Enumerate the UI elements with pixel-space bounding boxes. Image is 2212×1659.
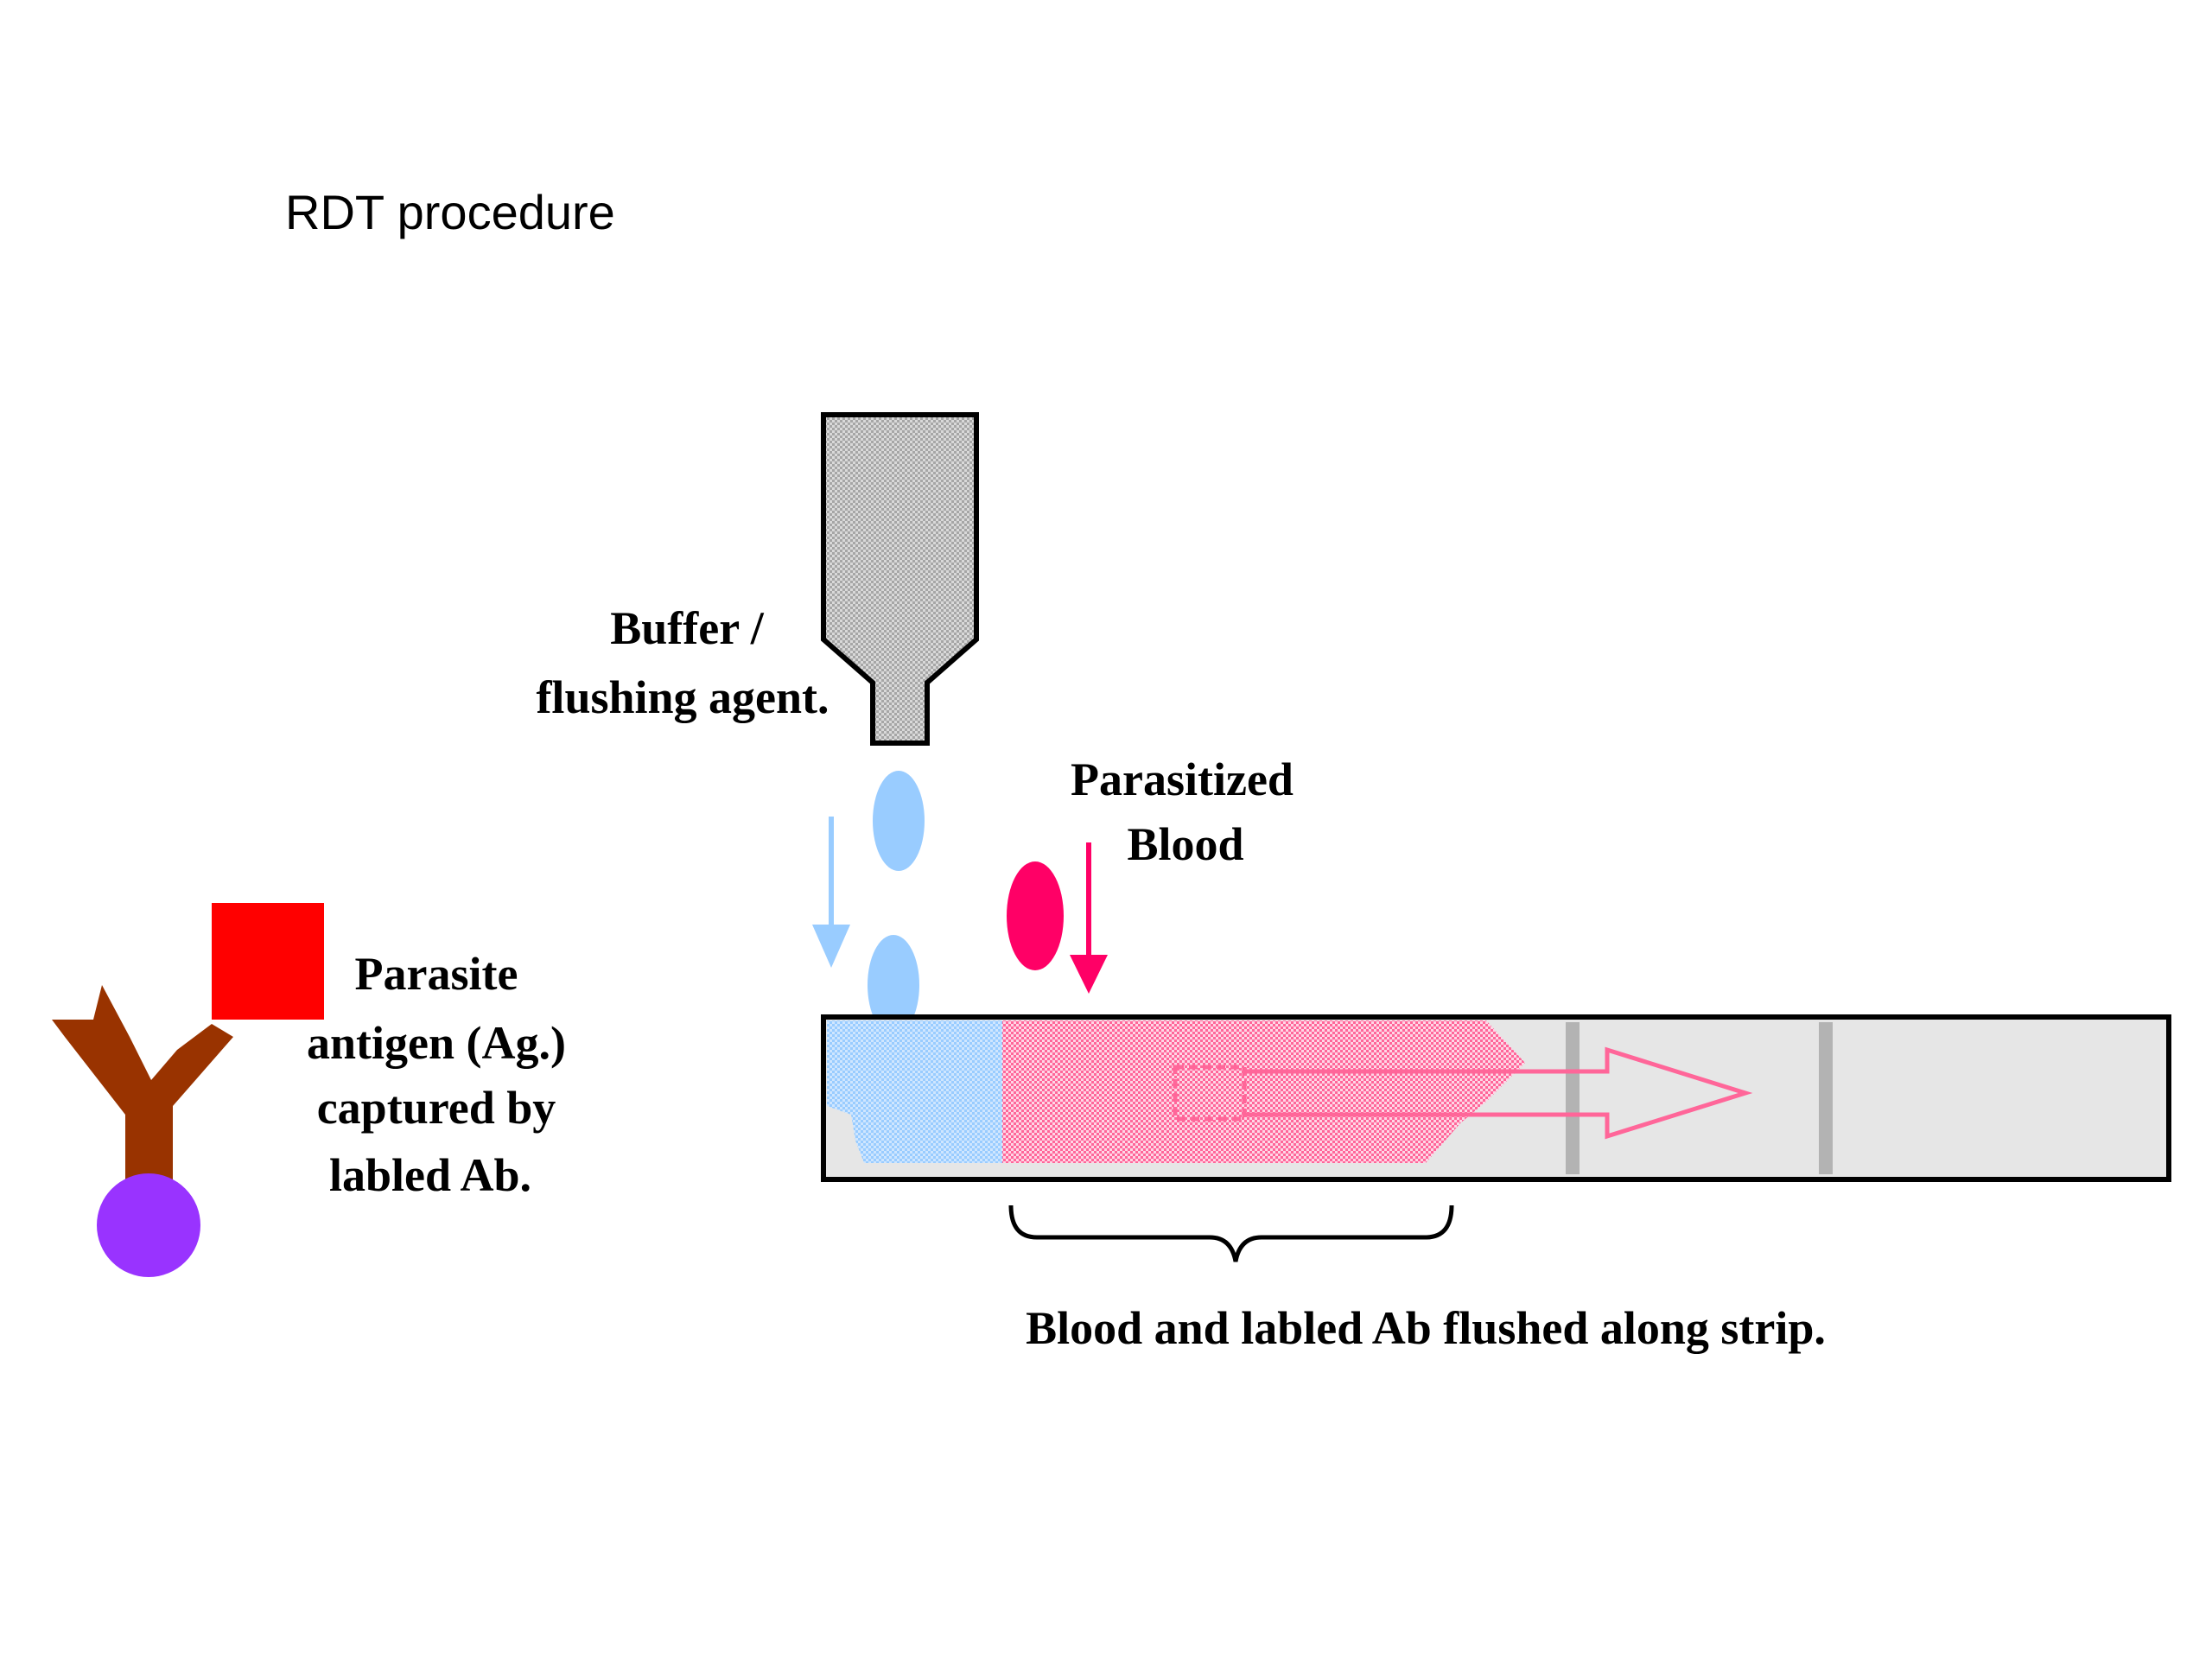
dropper-icon [821, 412, 979, 746]
buffer-drop-lower [868, 935, 919, 1035]
buffer-label-line2: flushing agent. [536, 671, 829, 723]
blood-label-line2: Blood [1127, 818, 1243, 870]
slide-title: RDT procedure [285, 185, 615, 239]
antigen-label-line1: Parasite [355, 948, 518, 1000]
antigen-label-line3: captured by [317, 1082, 556, 1134]
buffer-flow-arrow [812, 817, 850, 968]
buffer-label-line1: Buffer / [610, 602, 764, 654]
strip-brace [1008, 1205, 1454, 1262]
antigen-label-line4: labled Ab. [329, 1149, 531, 1201]
strip-flow-arrow [1173, 1046, 1753, 1140]
buffer-wet-zone [827, 1020, 1002, 1163]
antigen-square-icon [212, 903, 324, 1020]
control-line [1819, 1022, 1833, 1174]
blood-flow-arrow [1070, 842, 1108, 994]
test-line [1566, 1022, 1580, 1174]
antibody-y-icon [52, 985, 233, 1184]
test-strip [821, 1014, 2171, 1182]
buffer-drop-upper [873, 771, 925, 871]
blood-drop [1007, 861, 1064, 970]
blood-label-line1: Parasitized [1071, 753, 1294, 805]
antigen-label-line2: antigen (Ag.) [307, 1017, 566, 1069]
strip-caption: Blood and labled Ab flushed along strip. [1026, 1302, 1826, 1354]
blood-migration-zone [1002, 1020, 1525, 1163]
label-particle-icon [97, 1173, 200, 1277]
